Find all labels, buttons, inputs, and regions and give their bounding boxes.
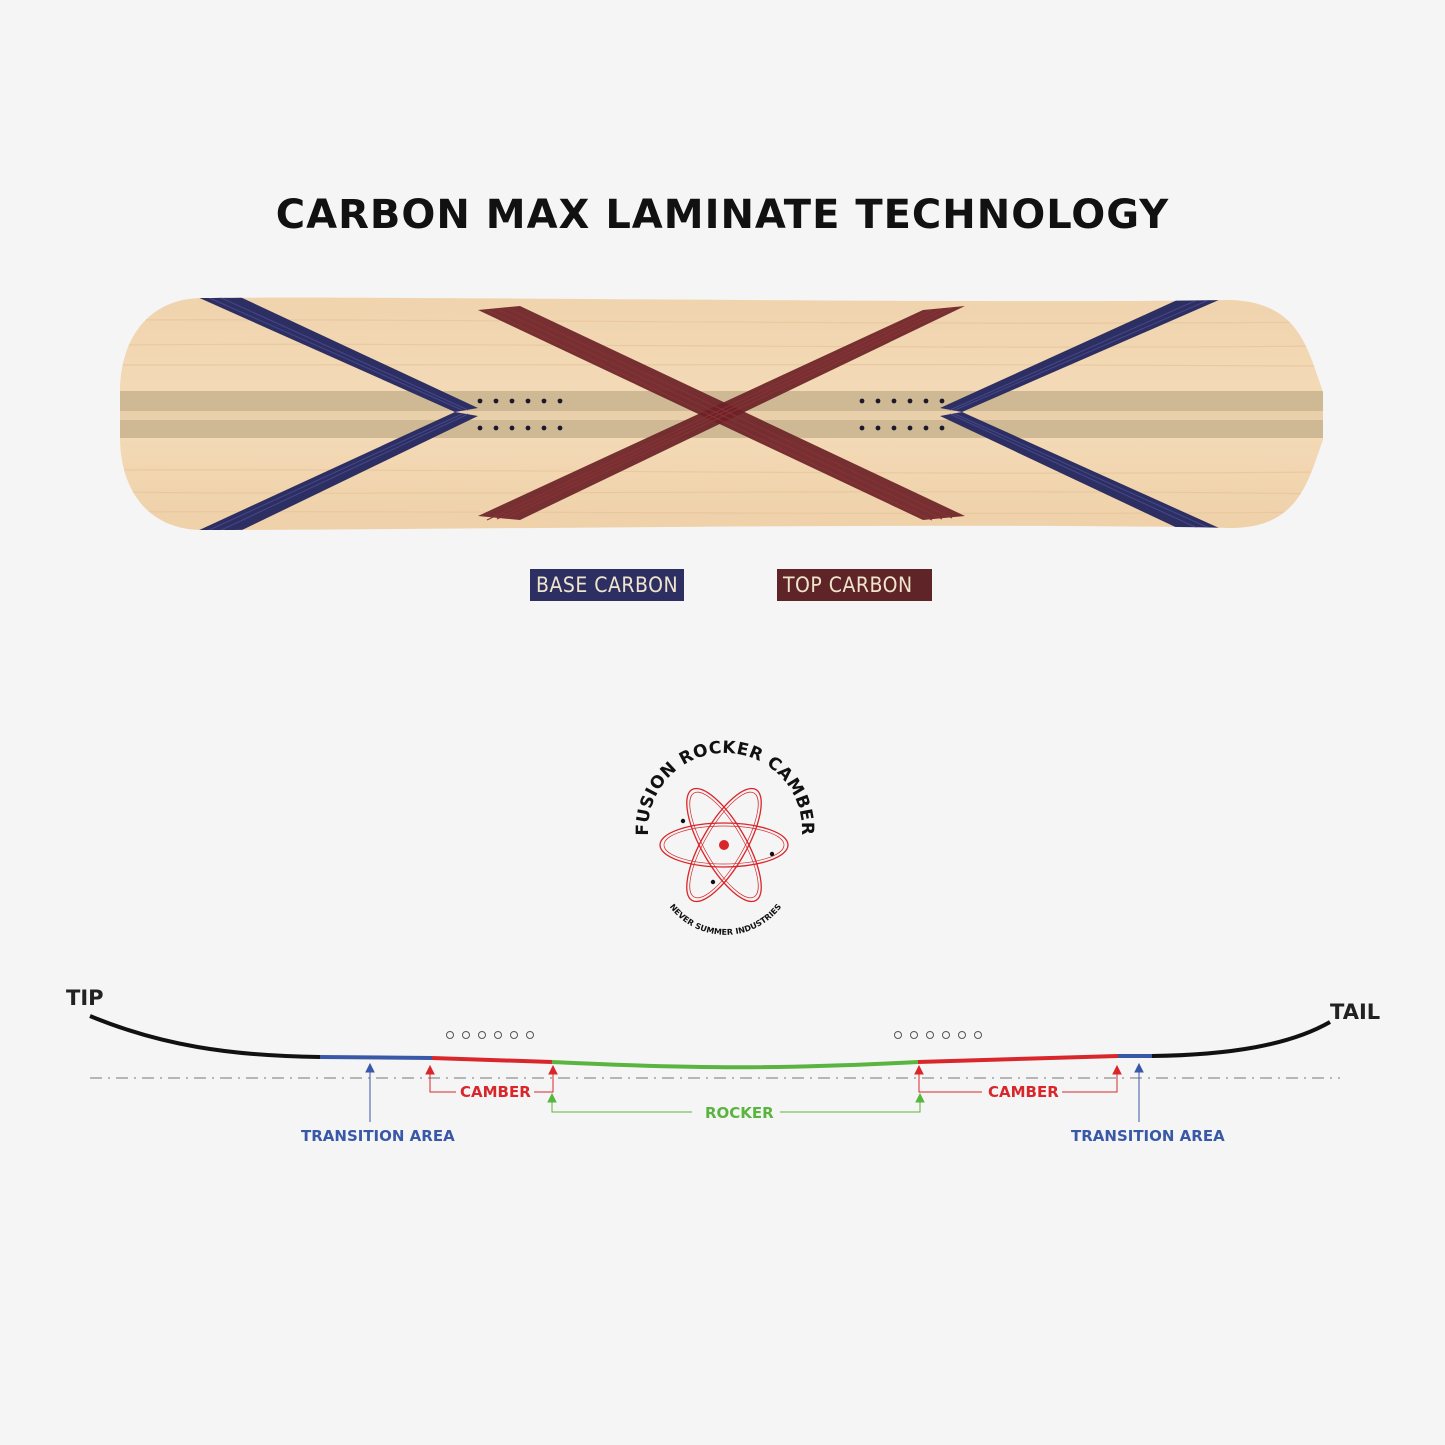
camber-label-right: CAMBER [985,1083,1062,1101]
legend-base-carbon: BASE CARBON [530,569,684,601]
snowboard-board [120,297,1323,530]
camber-segment-right [917,1054,1119,1064]
tail-curve [1151,1020,1331,1058]
camber-bracket-left [425,1064,558,1093]
top-carbon-x [478,306,965,521]
transition-segment-left [319,1055,433,1060]
base-carbon-left [195,297,478,530]
camber-label-left: CAMBER [457,1083,534,1101]
camber-segment-left [431,1056,553,1064]
svg-text:FUSION ROCKER CAMBER: FUSION ROCKER CAMBER [633,738,817,836]
tip-curve [89,1014,321,1059]
fusion-rocker-camber-logo: FUSION ROCKER CAMBER NEVER SUMMER INDUST… [633,738,817,937]
transition-arrows [365,1062,1144,1122]
tail-label: TAIL [1330,1000,1381,1024]
base-carbon-right [940,297,1228,530]
page-title: CARBON MAX LAMINATE TECHNOLOGY [275,192,1170,238]
logo-arc-text: FUSION ROCKER CAMBER [633,738,817,836]
camber-bracket-right [914,1064,1122,1093]
insert-markers [446,1031,982,1039]
rocker-segment [551,1060,919,1070]
tip-label: TIP [66,986,104,1010]
atom-icon [659,787,789,903]
rocker-label: ROCKER [702,1104,777,1122]
legend-top-carbon: TOP CARBON [777,569,932,601]
logo-bottom-text: NEVER SUMMER INDUSTRIES [668,902,784,937]
svg-text:NEVER SUMMER INDUSTRIES: NEVER SUMMER INDUSTRIES [668,902,784,937]
rocker-camber-profile [89,1014,1340,1122]
transition-label-left: TRANSITION AREA [298,1127,458,1145]
rocker-bracket [547,1092,925,1113]
transition-label-right: TRANSITION AREA [1068,1127,1228,1145]
binding-inserts [477,398,945,431]
